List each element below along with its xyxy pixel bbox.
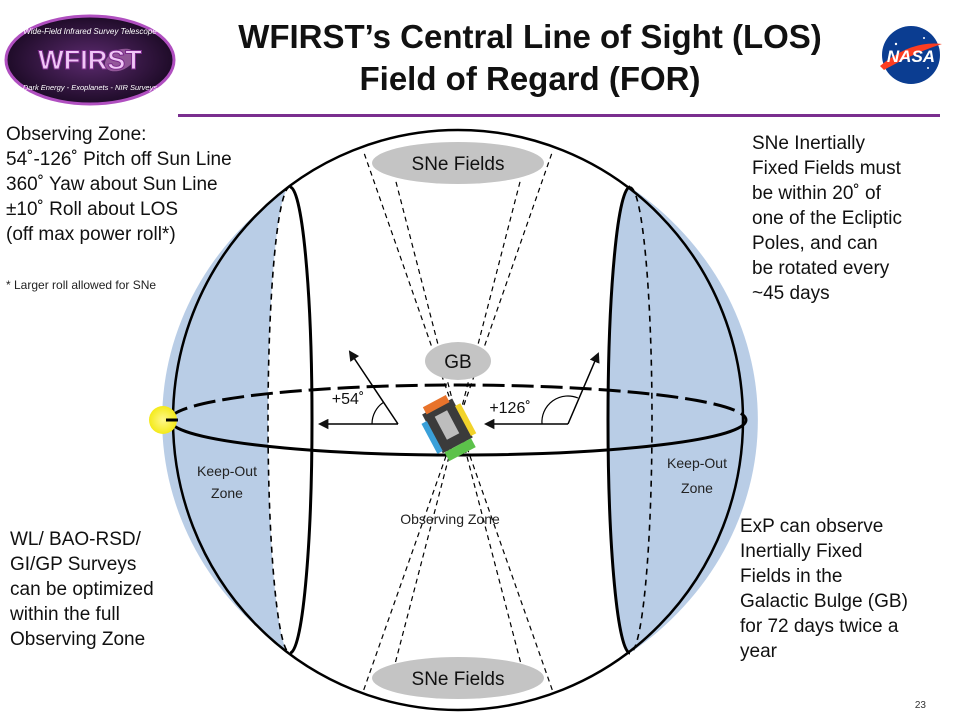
sne-cone-lines xyxy=(362,149,554,693)
sne-fields-top-pill xyxy=(372,142,544,184)
nasa-logo: NASA xyxy=(880,26,942,84)
left-boundary-back xyxy=(267,186,291,654)
observing-zone-line: ±10˚ Roll about LOS xyxy=(6,199,179,220)
sne-note-line: be rotated every xyxy=(752,258,890,279)
pitch-126-arc xyxy=(541,395,579,425)
sne-note-line: be within 20˚ of xyxy=(752,183,881,204)
slide-title-line2: Field of Regard (FOR) xyxy=(359,60,701,97)
observing-zone-line: 360˚ Yaw about Sun Line xyxy=(6,174,218,195)
pitch-54-arrow xyxy=(348,350,399,425)
sun-icon xyxy=(149,406,177,434)
keep-out-left-label-2: Zone xyxy=(211,485,243,501)
exp-note-line: year xyxy=(740,641,777,662)
spacecraft-icon xyxy=(421,395,477,462)
wfirst-logo-wordmark: WFIRST xyxy=(38,45,142,75)
sne-note: SNe Inertially Fixed Fields must be with… xyxy=(752,131,957,306)
gb-pill xyxy=(425,342,491,380)
page-number: 23 xyxy=(914,700,926,711)
wl-note-line: GI/GP Surveys xyxy=(10,554,137,575)
ecliptic-ellipse-back xyxy=(168,383,748,421)
exp-note-line: ExP can observe xyxy=(740,516,884,537)
roll-footnote: * Larger roll allowed for SNe xyxy=(6,278,157,292)
sne-fields-bottom-label: SNe Fields xyxy=(412,669,505,690)
keep-out-right-label-1: Keep-Out xyxy=(667,455,727,471)
wl-surveys-note: WL/ BAO-RSD/ GI/GP Surveys can be optimi… xyxy=(10,527,210,652)
exp-note-line: Galactic Bulge (GB) xyxy=(740,591,908,612)
pitch-126-arrow xyxy=(567,352,600,425)
right-boundary-front xyxy=(606,185,631,655)
observing-zone-heading: Observing Zone: xyxy=(6,124,147,145)
exp-note: ExP can observe Inertially Fixed Fields … xyxy=(740,514,956,664)
exp-note-line: Fields in the xyxy=(740,566,843,587)
wl-note-line: WL/ BAO-RSD/ xyxy=(10,529,141,550)
wl-note-line: can be optimized xyxy=(10,579,154,600)
slide-title: WFIRST’s Central Line of Sight (LOS) Fie… xyxy=(150,16,910,100)
wl-note-line: within the full xyxy=(10,604,120,625)
sne-note-line: Fixed Fields must xyxy=(752,158,901,179)
keep-out-zone-left xyxy=(162,187,290,653)
title-divider xyxy=(178,114,940,117)
sne-note-line: Poles, and can xyxy=(752,233,878,254)
observing-zone-text: Observing Zone: 54˚-126˚ Pitch off Sun L… xyxy=(6,122,306,247)
wfirst-logo-arc-bottom: Dark Energy - Exoplanets - NIR Surveys xyxy=(23,83,157,92)
wfirst-logo: Wide-Field Infrared Survey Telescope WFI… xyxy=(4,14,176,106)
gb-label: GB xyxy=(444,352,471,373)
sne-note-line: one of the Ecliptic xyxy=(752,208,902,229)
observing-zone-line: 54˚-126˚ Pitch off Sun Line xyxy=(6,149,232,170)
observing-zone-label: Observing Zone xyxy=(400,511,500,527)
slide-title-line1: WFIRST’s Central Line of Sight (LOS) xyxy=(238,18,822,55)
exp-note-line: for 72 days twice a xyxy=(740,616,899,637)
angle-126-label: +126˚ xyxy=(489,400,530,417)
sne-note-line: ~45 days xyxy=(752,283,830,304)
wfirst-logo-arc-top: Wide-Field Infrared Survey Telescope xyxy=(23,27,157,36)
keep-out-right-label-2: Zone xyxy=(681,480,713,496)
angle-54-label: +54˚ xyxy=(332,391,364,408)
observing-zone-line: (off max power roll*) xyxy=(6,224,176,245)
left-boundary-front xyxy=(289,185,314,655)
sne-note-line: SNe Inertially xyxy=(752,133,865,154)
right-boundary-back xyxy=(629,186,653,654)
sne-fields-bottom-pill xyxy=(372,657,544,699)
exp-note-line: Inertially Fixed xyxy=(740,541,863,562)
pitch-54-arc xyxy=(371,401,385,425)
wl-note-line: Observing Zone xyxy=(10,629,146,650)
keep-out-zone-right xyxy=(608,187,758,653)
nasa-logo-wordmark: NASA xyxy=(887,47,935,66)
keep-out-left-label-1: Keep-Out xyxy=(197,463,257,479)
sne-fields-top-label: SNe Fields xyxy=(412,154,505,175)
